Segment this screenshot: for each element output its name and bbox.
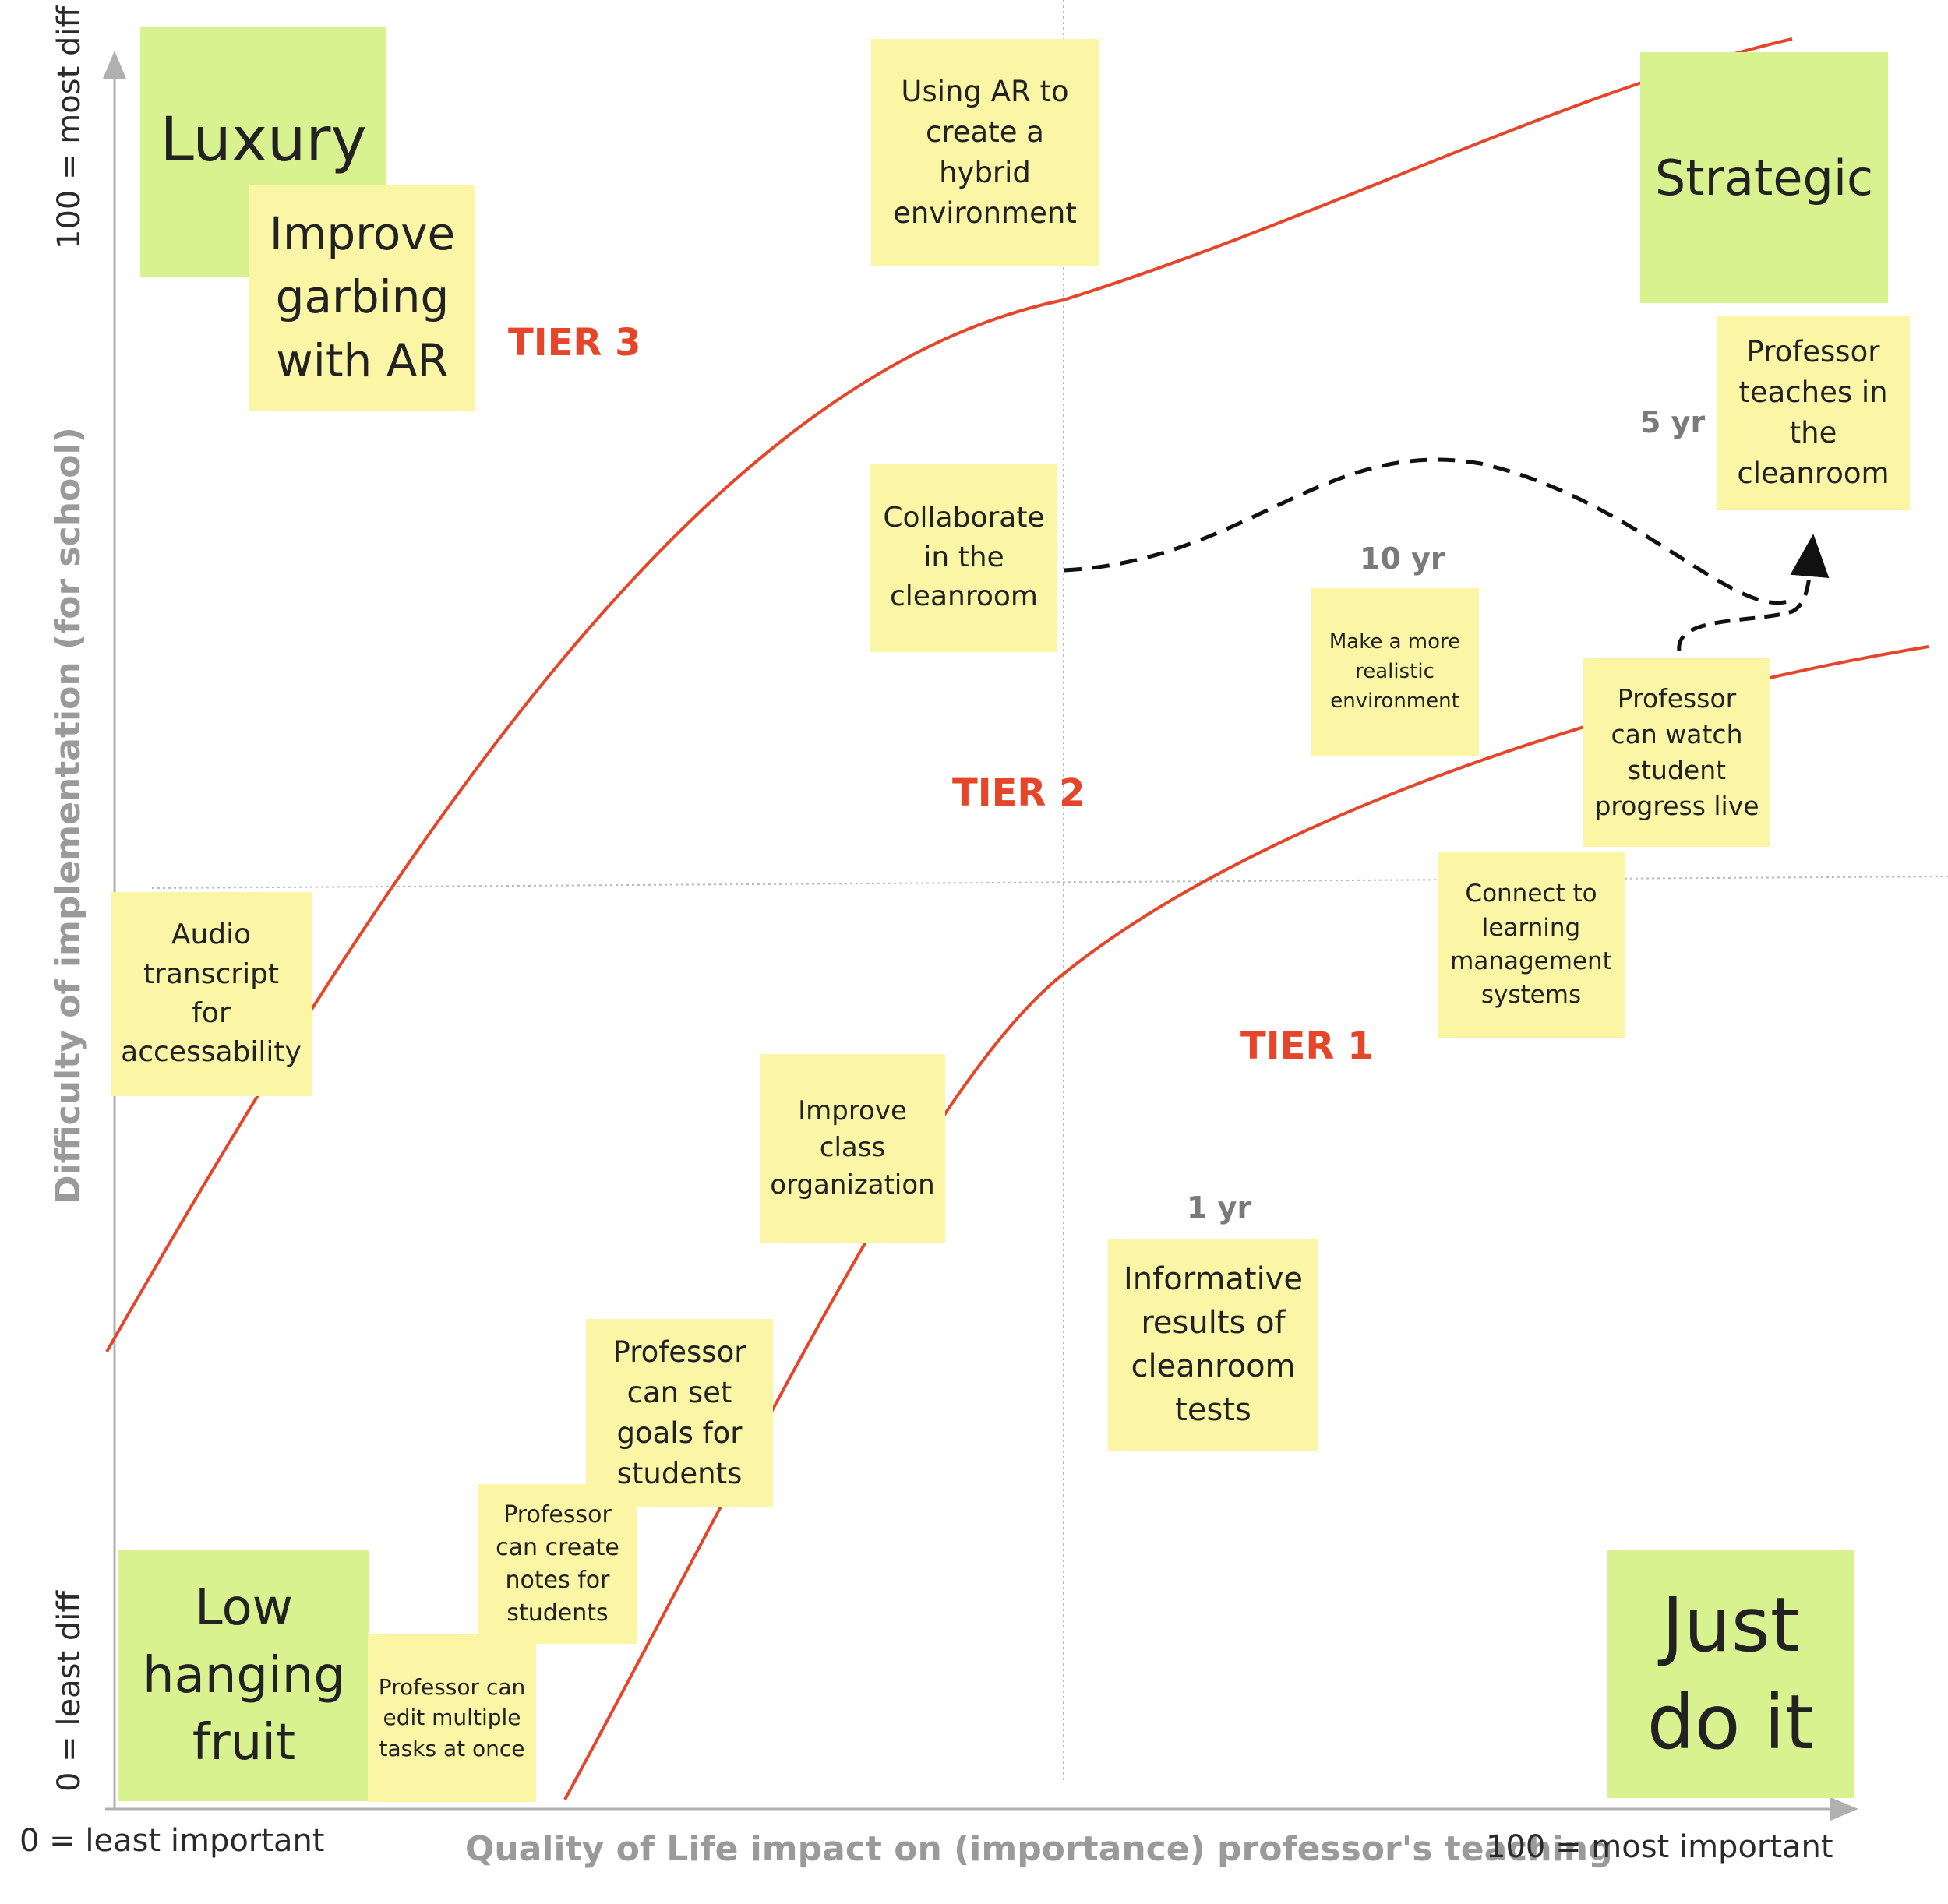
tier-curve-upper <box>105 37 1793 1352</box>
quadrant-just-do-it[interactable]: Just do it <box>1607 1550 1854 1811</box>
y-axis-title: Difficulty of implementation (for school… <box>48 427 88 1204</box>
note-cleanroom-results[interactable]: Informative results of cleanroom tests <box>1108 1239 1318 1463</box>
x-axis-max-label: 100 = most important <box>1486 1829 1833 1865</box>
note-improve-garbing[interactable]: Improve garbing with AR <box>249 185 475 423</box>
timeline-arrow-branch <box>1677 534 1830 651</box>
tier-3-label: TIER 3 <box>508 321 641 365</box>
quadrant-luxury-label: Luxury <box>160 105 367 175</box>
note-hybrid-environment-text: Using AR to create a hybrid environment <box>893 75 1077 230</box>
note-learning-management[interactable]: Connect to learning management systems <box>1438 852 1625 1051</box>
quadrant-divider-horizontal <box>151 876 1948 889</box>
note-class-organization[interactable]: Improve class organization <box>760 1054 945 1255</box>
note-create-notes[interactable]: Professor can create notes for students <box>478 1484 637 1656</box>
tier-2-label: TIER 2 <box>952 771 1085 815</box>
note-hybrid-environment[interactable]: Using AR to create a hybrid environment <box>871 39 1099 279</box>
y-axis-min-label: 0 = least diff <box>51 1591 87 1792</box>
note-improve-garbing-text: Improve garbing with AR <box>269 207 456 387</box>
note-class-organization-text: Improve class organization <box>770 1095 935 1201</box>
note-create-notes-text: Professor can create notes for students <box>496 1500 619 1627</box>
note-set-goals-text: Professor can set goals for students <box>612 1335 746 1490</box>
y-axis-max-label: 100 = most diff <box>51 5 87 249</box>
x-axis-title: Quality of Life impact on (importance) p… <box>465 1829 1613 1869</box>
quadrant-strategic[interactable]: Strategic <box>1640 52 1888 316</box>
timeline-1yr: 1 yr <box>1187 1190 1252 1225</box>
note-collaborate-cleanroom[interactable]: Collaborate in the cleanroom <box>870 464 1057 665</box>
quadrant-just-do-it-label: Just do it <box>1646 1581 1815 1766</box>
note-professor-teaches-text: Professor teaches in the cleanroom <box>1737 335 1890 490</box>
note-audio-transcript[interactable]: Audio transcript for accessability <box>111 892 312 1109</box>
timeline-arrow <box>1064 457 1793 605</box>
note-set-goals[interactable]: Professor can set goals for students <box>586 1319 773 1520</box>
note-learning-management-text: Connect to learning management systems <box>1450 880 1612 1010</box>
note-realistic-environment[interactable]: Make a more realistic environment <box>1311 588 1479 769</box>
note-cleanroom-results-text: Informative results of cleanroom tests <box>1124 1261 1303 1428</box>
quadrant-strategic-label: Strategic <box>1654 149 1874 206</box>
quadrant-low-hanging-fruit[interactable]: Low hanging fruit <box>118 1550 369 1814</box>
timeline-5yr: 5 yr <box>1640 405 1706 439</box>
note-professor-teaches[interactable]: Professor teaches in the cleanroom <box>1717 316 1910 523</box>
note-audio-transcript-text: Audio transcript for accessability <box>121 919 302 1069</box>
quadrant-low-hanging-label: Low hanging fruit <box>143 1579 345 1772</box>
timeline-10yr: 10 yr <box>1360 541 1445 576</box>
note-edit-multiple[interactable]: Professor can edit multiple tasks at onc… <box>368 1634 536 1814</box>
note-watch-progress-text: Professor can watch student progress liv… <box>1594 682 1759 822</box>
note-realistic-environment-text: Make a more realistic environment <box>1329 630 1461 713</box>
note-edit-multiple-text: Professor can edit multiple tasks at onc… <box>378 1674 526 1761</box>
note-collaborate-cleanroom-text: Collaborate in the cleanroom <box>883 502 1045 613</box>
note-watch-progress[interactable]: Professor can watch student progress liv… <box>1583 658 1770 859</box>
x-axis-min-label: 0 = least important <box>19 1823 325 1859</box>
tier-1-label: TIER 1 <box>1240 1024 1374 1068</box>
